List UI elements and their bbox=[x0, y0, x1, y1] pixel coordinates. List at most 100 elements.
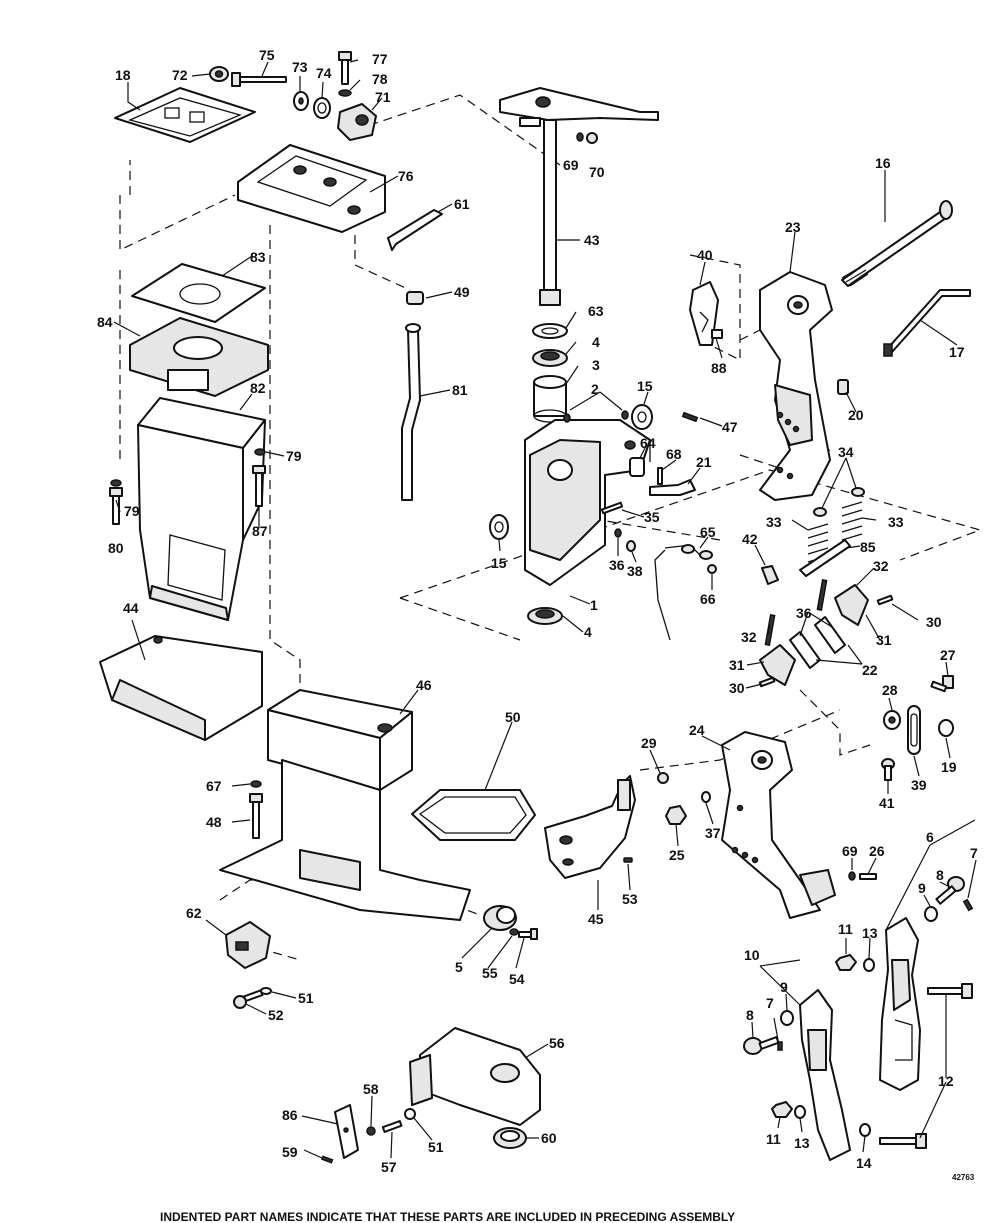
callout-83: 83 bbox=[250, 249, 266, 265]
callout-51-left: 51 bbox=[298, 990, 314, 1006]
screw-54 bbox=[518, 928, 538, 940]
nut-29 bbox=[657, 772, 669, 784]
washer-14 bbox=[859, 1123, 871, 1137]
callout-87: 87 bbox=[252, 523, 268, 539]
callout-52: 52 bbox=[268, 1007, 284, 1023]
callout-35: 35 bbox=[644, 509, 660, 525]
screw-8-right bbox=[935, 876, 965, 905]
nut-58 bbox=[366, 1126, 376, 1136]
washer-67 bbox=[250, 780, 262, 788]
bushing-64 bbox=[629, 457, 645, 477]
callout-59: 59 bbox=[282, 1144, 298, 1160]
housing-76 bbox=[237, 144, 386, 233]
callout-12: 12 bbox=[938, 1073, 954, 1089]
callout-3: 3 bbox=[592, 357, 600, 373]
nut-11-bottom bbox=[771, 1101, 793, 1118]
callout-64: 64 bbox=[640, 435, 656, 451]
nut-25 bbox=[665, 805, 687, 825]
callout-2: 2 bbox=[591, 381, 599, 397]
screw-8-left bbox=[743, 1036, 780, 1055]
callout-75: 75 bbox=[259, 47, 275, 63]
screw-26 bbox=[859, 873, 877, 880]
footnote-text: INDENTED PART NAMES INDICATE THAT THESE … bbox=[160, 1210, 735, 1223]
callout-15-left: 15 bbox=[491, 555, 507, 571]
washer-55 bbox=[509, 928, 519, 936]
clamp-bracket-6 bbox=[879, 917, 921, 1091]
washer-78 bbox=[338, 89, 352, 97]
callout-25: 25 bbox=[669, 847, 685, 863]
link-39 bbox=[907, 705, 921, 755]
gasket-plate-18 bbox=[114, 87, 256, 143]
callout-61: 61 bbox=[454, 196, 470, 212]
screw-53 bbox=[623, 857, 633, 863]
driveshaft-43 bbox=[539, 119, 561, 306]
screw-52 bbox=[233, 989, 264, 1009]
callout-56: 56 bbox=[549, 1035, 565, 1051]
gasket-83 bbox=[131, 263, 266, 323]
screw-59 bbox=[320, 1155, 334, 1164]
lever-21 bbox=[649, 479, 696, 496]
screw-35 bbox=[600, 501, 624, 515]
pin-68 bbox=[657, 467, 663, 485]
washer-36-center bbox=[614, 528, 622, 538]
callout-6: 6 bbox=[926, 829, 934, 845]
bolt-12-bottom bbox=[879, 1133, 927, 1149]
tube-81 bbox=[401, 323, 421, 501]
callout-71: 71 bbox=[375, 89, 391, 105]
clamp-bracket-10 bbox=[799, 989, 851, 1161]
callout-67: 67 bbox=[206, 778, 222, 794]
spring-33-right bbox=[841, 501, 863, 541]
pin-7-left bbox=[777, 1041, 783, 1051]
bearing-4-bottom bbox=[527, 607, 563, 625]
callout-77: 77 bbox=[372, 51, 388, 67]
washer-9-left bbox=[780, 1010, 794, 1026]
callout-46: 46 bbox=[416, 677, 432, 693]
nut-66 bbox=[707, 564, 717, 574]
pin-41 bbox=[881, 758, 895, 781]
spring-33-left bbox=[807, 523, 829, 563]
callout-5: 5 bbox=[455, 959, 463, 975]
callout-70: 70 bbox=[589, 164, 605, 180]
plate-86 bbox=[334, 1104, 359, 1159]
exhaust-housing-82 bbox=[137, 397, 266, 621]
callout-28: 28 bbox=[882, 682, 898, 698]
steering-arm-top bbox=[499, 87, 659, 127]
seal-50 bbox=[411, 789, 536, 841]
callout-47: 47 bbox=[722, 419, 738, 435]
washer-13-top bbox=[863, 958, 875, 972]
callout-72: 72 bbox=[172, 67, 188, 83]
callout-21: 21 bbox=[696, 454, 712, 470]
plate-62 bbox=[225, 921, 271, 969]
bearing-4-top bbox=[532, 349, 568, 367]
callout-66: 66 bbox=[700, 591, 716, 607]
washer-28 bbox=[883, 710, 901, 730]
screw-27 bbox=[930, 675, 954, 693]
callout-85: 85 bbox=[860, 539, 876, 555]
callout-9-right: 9 bbox=[918, 880, 926, 896]
washer-51-bottom bbox=[404, 1108, 416, 1120]
screw-57 bbox=[381, 1120, 403, 1133]
washer-9-right bbox=[924, 906, 938, 922]
callout-7-left: 7 bbox=[766, 995, 774, 1011]
washer-51-left bbox=[260, 987, 272, 995]
tilt-tube-16 bbox=[841, 200, 953, 287]
screw-48 bbox=[249, 793, 263, 839]
callout-69-top: 69 bbox=[563, 157, 579, 173]
nut-72 bbox=[209, 66, 229, 82]
pin-32-left bbox=[764, 614, 776, 646]
callout-39: 39 bbox=[911, 777, 927, 793]
callout-34: 34 bbox=[838, 444, 854, 460]
callout-50: 50 bbox=[505, 709, 521, 725]
stern-bracket-23 bbox=[759, 271, 833, 501]
cover-44 bbox=[99, 635, 263, 741]
callout-60: 60 bbox=[541, 1130, 557, 1146]
callout-63: 63 bbox=[588, 303, 604, 319]
callout-4-bottom: 4 bbox=[584, 624, 592, 640]
callout-4-top: 4 bbox=[592, 334, 600, 350]
callout-78: 78 bbox=[372, 71, 388, 87]
pin-32-right bbox=[816, 579, 828, 611]
callout-30-left: 30 bbox=[729, 680, 745, 696]
callout-24: 24 bbox=[689, 722, 705, 738]
callout-65: 65 bbox=[700, 524, 716, 540]
